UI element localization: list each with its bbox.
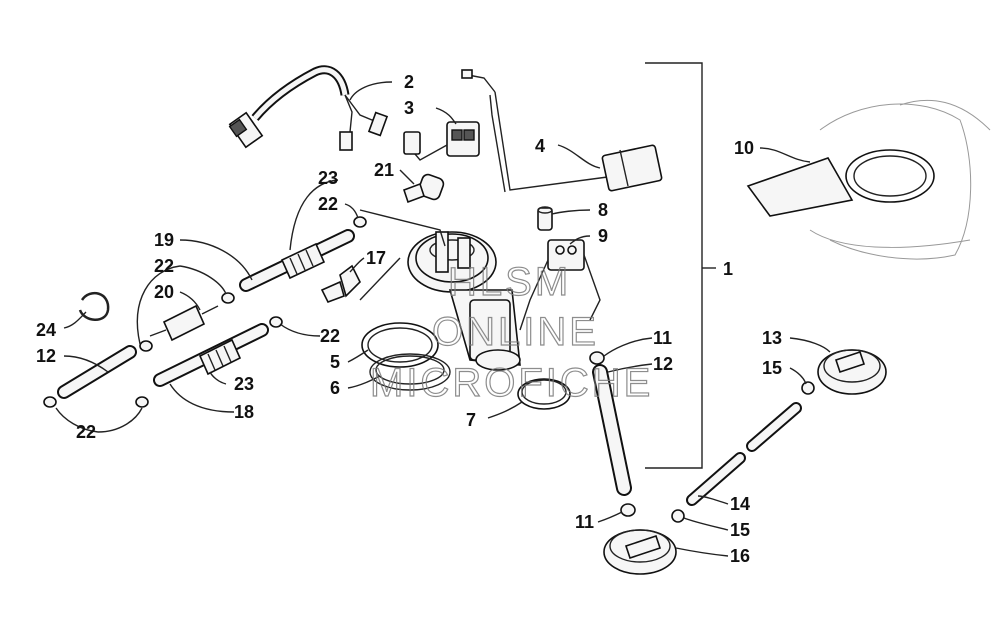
callout-7: 7 [466, 410, 476, 430]
callout-19: 19 [154, 230, 174, 250]
callout-11-bottom: 11 [575, 512, 594, 532]
callout-21: 21 [374, 160, 394, 180]
elbow-fittings [320, 173, 445, 304]
fuel-pump-assembly [359, 206, 601, 371]
callout-3: 3 [404, 98, 414, 118]
tank-location-sketch [746, 99, 991, 260]
callout-2: 2 [404, 72, 414, 92]
callout-15-top: 15 [762, 358, 782, 378]
callout-22-top: 22 [318, 194, 338, 214]
callout-14: 14 [730, 494, 750, 514]
callout-8: 8 [598, 200, 608, 220]
fuel-lines [43, 216, 367, 408]
callout-20: 20 [154, 282, 174, 302]
callout-23-bottom: 23 [234, 374, 254, 394]
callout-24: 24 [36, 320, 56, 340]
callout-18: 18 [234, 402, 254, 422]
fuel-sender-wiring [403, 69, 663, 193]
vent-hoses [589, 349, 887, 575]
watermark: HLSM ONLINE MICROFICHE [369, 259, 653, 405]
callout-17: 17 [366, 248, 386, 268]
callout-labels: 1 2 3 4 5 6 7 8 9 10 11 12 11 12 13 14 1… [36, 72, 782, 566]
watermark-line-1: HLSM [448, 260, 571, 304]
leader-lines [55, 81, 831, 557]
callout-5: 5 [330, 352, 340, 372]
callout-22-left: 22 [154, 256, 174, 276]
callout-10: 10 [734, 138, 754, 158]
callout-9: 9 [598, 226, 608, 246]
callout-15-bottom: 15 [730, 520, 750, 540]
callout-1: 1 [723, 259, 733, 279]
watermark-line-3: MICROFICHE [370, 361, 653, 405]
watermark-line-2: ONLINE [432, 310, 599, 354]
callout-23-top: 23 [318, 168, 338, 188]
callout-11-top: 11 [653, 328, 672, 348]
assembly-bracket [645, 62, 716, 469]
callout-16: 16 [730, 546, 750, 566]
pump-seals [361, 322, 571, 410]
callout-6: 6 [330, 378, 340, 398]
callout-13: 13 [762, 328, 782, 348]
callout-22-bottom: 22 [76, 422, 96, 442]
callout-12-left: 12 [36, 346, 56, 366]
wiring-harness [228, 65, 389, 151]
callout-4: 4 [535, 136, 545, 156]
callout-12-right: 12 [653, 354, 673, 374]
callout-22-middle: 22 [320, 326, 340, 346]
